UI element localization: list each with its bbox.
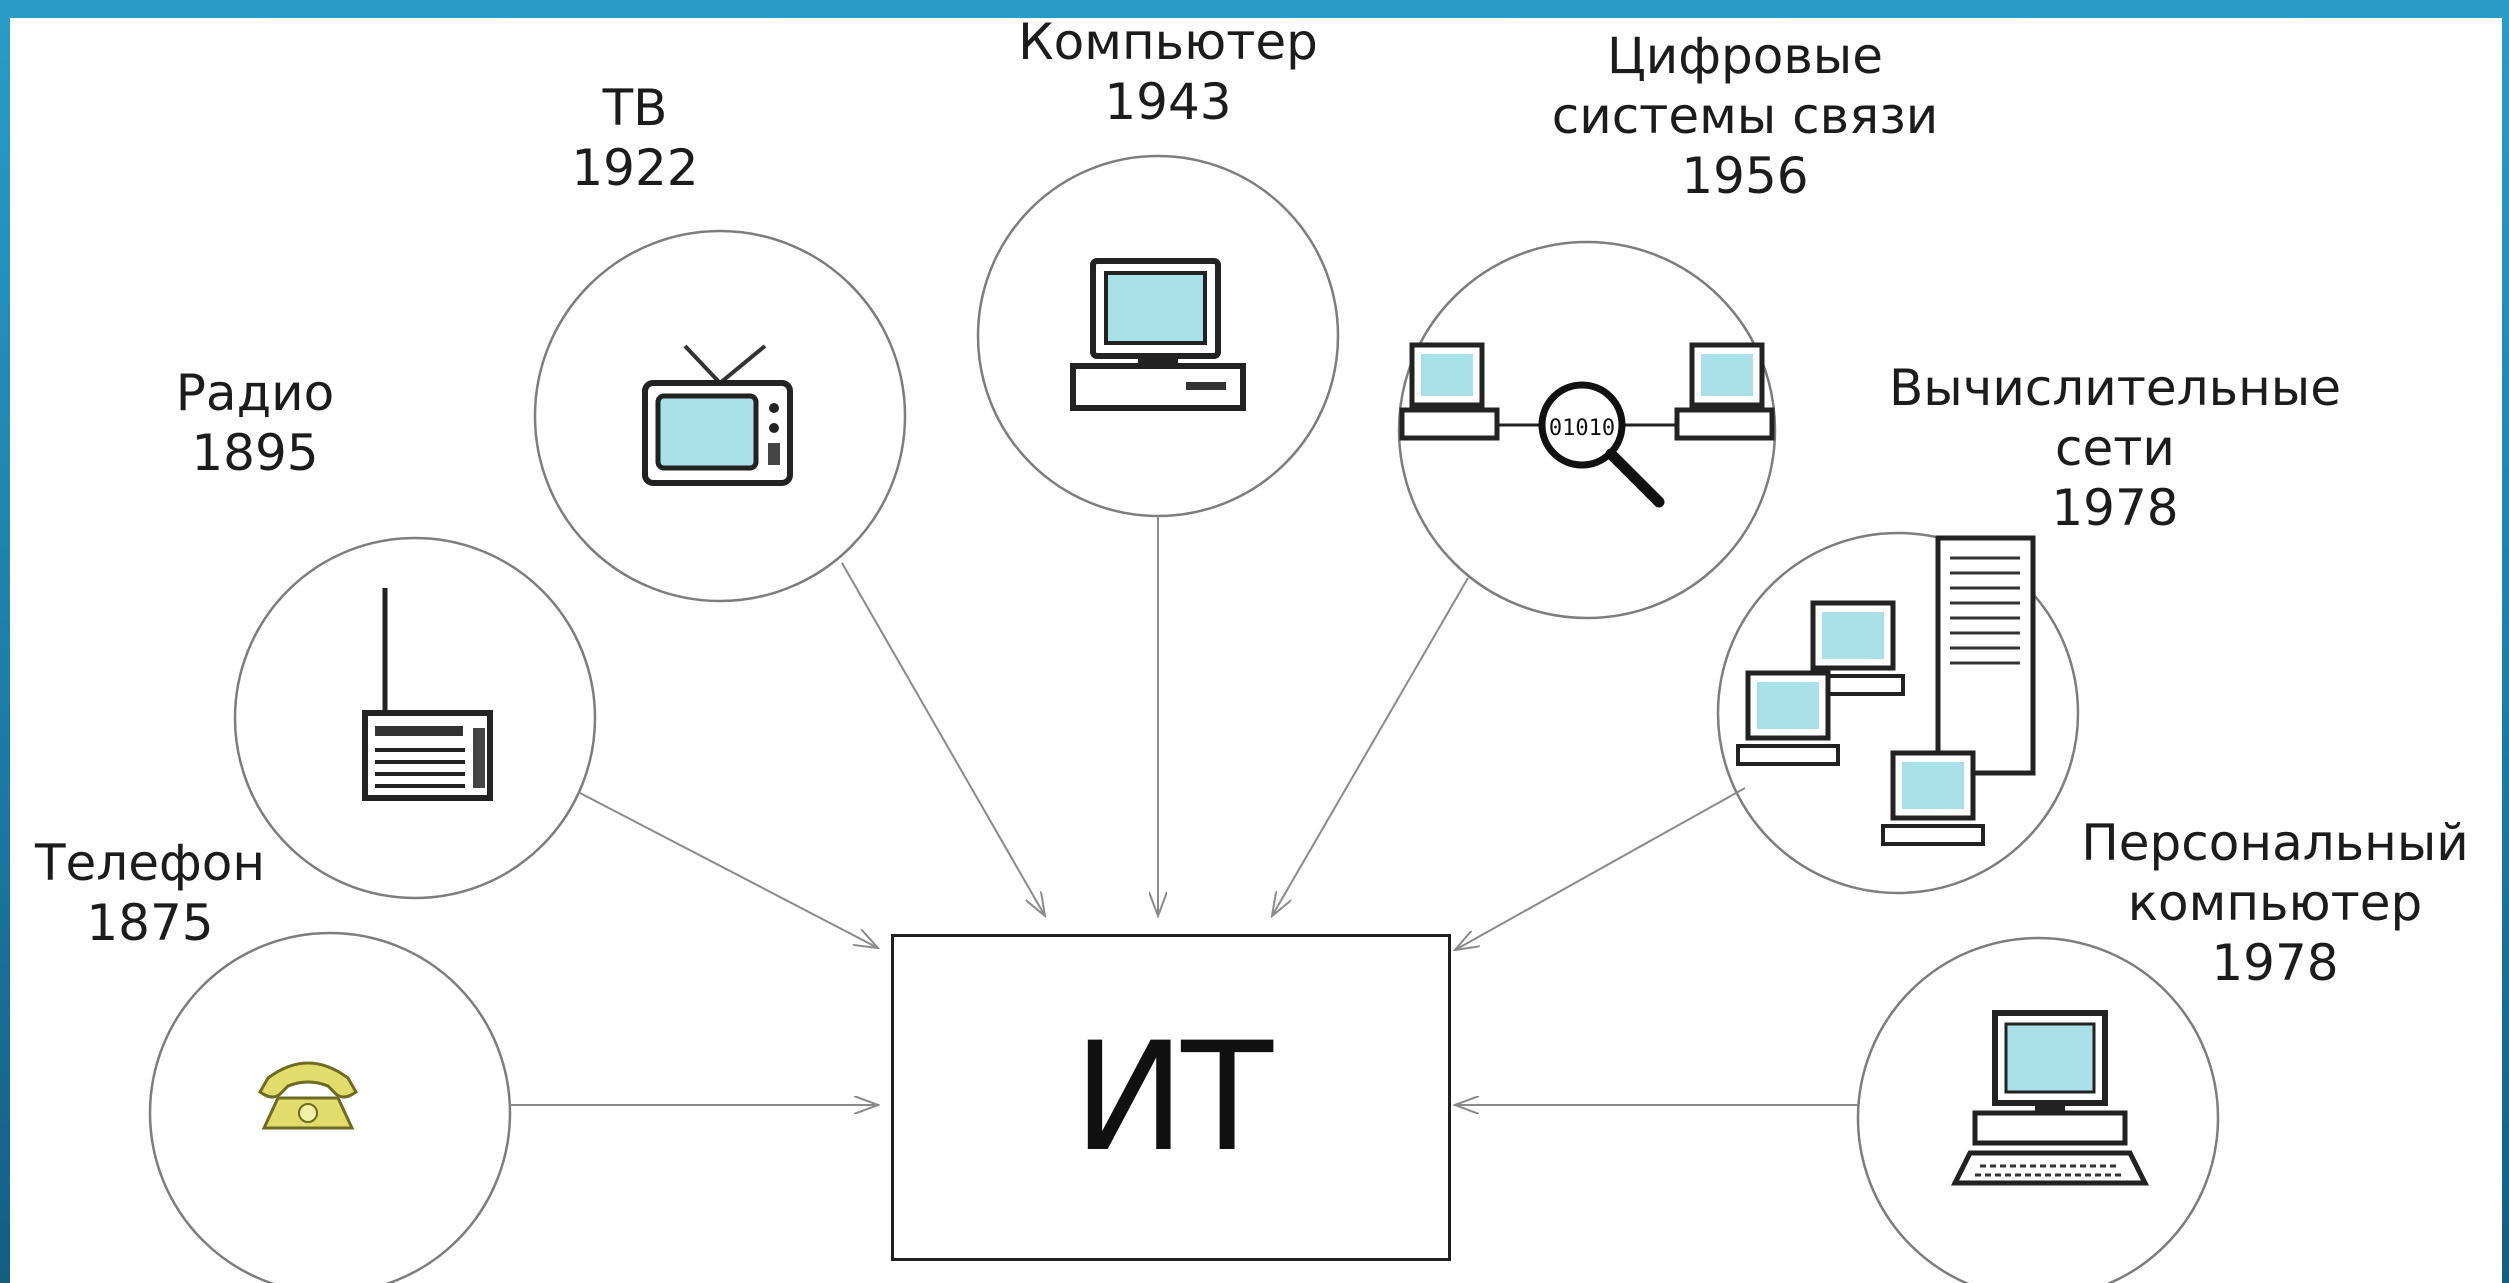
pc-circle bbox=[1856, 936, 2220, 1283]
computer-name: Компьютер bbox=[1018, 13, 1318, 71]
tv-circle bbox=[533, 229, 907, 603]
it-center-box: ИТ bbox=[891, 934, 1451, 1261]
computer-icon bbox=[1070, 258, 1246, 411]
tv-arrow bbox=[841, 562, 1045, 916]
computer-label: Компьютер 1943 bbox=[1018, 12, 1318, 132]
digital-comm-circle bbox=[1397, 240, 1777, 620]
television-icon bbox=[642, 344, 793, 486]
telephone-icon bbox=[258, 1061, 358, 1130]
radio-circle bbox=[233, 536, 597, 900]
networks-name-line-2: сети bbox=[2055, 419, 2175, 477]
radio-year: 1895 bbox=[191, 424, 319, 482]
pc-name-line-2: компьютер bbox=[2127, 874, 2423, 932]
telephone-year: 1875 bbox=[86, 894, 214, 952]
pc-label: Персональный компьютер 1978 bbox=[2081, 813, 2469, 993]
diagram-panel: 01010 bbox=[10, 13, 2502, 1283]
telephone-label: Телефон 1875 bbox=[35, 833, 265, 953]
radio-label: Радио 1895 bbox=[176, 363, 334, 483]
pc-name-line-1: Персональный bbox=[2081, 814, 2469, 872]
computer-network-icon bbox=[1736, 535, 2036, 846]
digital-comm-name-line-1: Цифровые bbox=[1606, 27, 1884, 85]
tv-year: 1922 bbox=[571, 139, 699, 197]
personal-computer-icon bbox=[1950, 1010, 2150, 1186]
digital-comm-arrow bbox=[1272, 577, 1469, 916]
it-center-label: ИТ bbox=[1073, 1010, 1273, 1185]
digital-comm-year: 1956 bbox=[1681, 147, 1809, 205]
network-data-icon: 01010 bbox=[1399, 342, 1775, 508]
networks-label: Вычислительные сети 1978 bbox=[1889, 358, 2341, 538]
diagram-canvas: 01010 bbox=[148, 154, 2220, 1283]
digital-comm-name-line-2: системы связи bbox=[1551, 87, 1939, 145]
pc-year: 1978 bbox=[2211, 934, 2339, 992]
binary-code-text: 01010 bbox=[1549, 416, 1615, 441]
radio-icon bbox=[362, 588, 493, 801]
digital-comm-label: Цифровые системы связи 1956 bbox=[1552, 26, 1939, 206]
radio-name: Радио bbox=[175, 364, 335, 422]
tv-name: ТВ bbox=[602, 79, 668, 137]
telephone-circle bbox=[148, 931, 512, 1283]
radio-arrow bbox=[579, 792, 878, 948]
tv-label: ТВ 1922 bbox=[571, 78, 698, 198]
networks-circle bbox=[1716, 531, 2080, 895]
networks-year: 1978 bbox=[2051, 479, 2179, 537]
networks-arrow bbox=[1455, 787, 1746, 950]
telephone-name: Телефон bbox=[34, 834, 266, 892]
computer-year: 1943 bbox=[1104, 73, 1232, 131]
networks-name-line-1: Вычислительные bbox=[1888, 359, 2342, 417]
